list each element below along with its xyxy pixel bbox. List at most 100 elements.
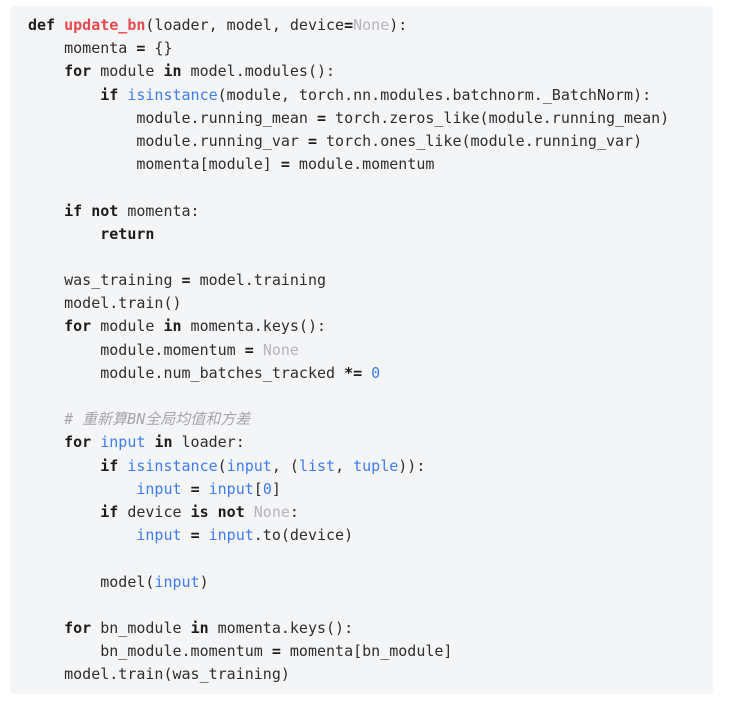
code-token-keyword-bold: not (217, 502, 245, 521)
code-token-plain: )): (398, 456, 426, 475)
code-token-plain (28, 317, 64, 335)
code-token-operator-bold: = (280, 155, 290, 174)
code-token-operator-bold: = (344, 16, 354, 34)
code-token-builtin-blue: tuple (353, 456, 399, 475)
code-token-plain (28, 225, 100, 243)
code-token-plain: model.modules(): (181, 62, 336, 81)
code-token-builtin-blue: input (208, 479, 254, 498)
code-token-plain (28, 433, 64, 451)
code-line: bn_module.momentum = momenta[bn_module] (28, 640, 707, 663)
code-line: if isinstance(input, (list, tuple)): (28, 455, 707, 478)
code-content: def update_bn(loader, model, device=None… (28, 14, 707, 686)
code-token-plain: model.train(was_training) (28, 665, 290, 684)
code-token-keyword-bold: in (163, 62, 182, 81)
code-token-plain (28, 457, 100, 475)
code-block: def update_bn(loader, model, device=None… (10, 6, 713, 694)
code-token-plain (28, 410, 64, 428)
code-token-plain (254, 341, 263, 359)
code-token-plain: bn_module (91, 618, 191, 637)
code-line: module.running_var = torch.ones_like(mod… (28, 130, 707, 153)
code-line: model.train(was_training) (28, 663, 707, 686)
code-line: if not momenta: (28, 200, 707, 223)
code-token-operator-bold: = (316, 108, 327, 127)
code-token-plain: module (91, 317, 164, 336)
code-line: module.num_batches_tracked *= 0 (28, 362, 707, 385)
code-token-plain: : (289, 502, 299, 521)
code-token-plain (245, 503, 254, 521)
code-token-builtin-blue: input (136, 479, 182, 498)
code-token-plain (28, 503, 100, 521)
code-line: return (28, 223, 707, 246)
code-token-none-literal-gray: None (253, 502, 290, 521)
code-line: for input in loader: (28, 431, 707, 454)
code-token-keyword-bold: if (64, 201, 83, 220)
code-token-builtin-blue: isinstance (127, 456, 218, 475)
code-token-plain: module.running_mean (28, 108, 317, 127)
code-token-plain (28, 62, 64, 80)
code-token-plain (28, 526, 136, 544)
code-token-builtin-blue: input (208, 526, 254, 545)
code-token-plain: module.momentum (28, 340, 245, 359)
code-token-function-name-red: update_bn (64, 16, 146, 34)
code-token-builtin-blue: input (226, 456, 272, 475)
code-token-builtin-blue: input (136, 526, 182, 545)
code-token-keyword-bold: for (64, 62, 92, 81)
code-token-operator-bold: = (271, 642, 281, 661)
code-token-plain: {} (145, 39, 173, 58)
code-token-plain: model.training (190, 271, 327, 290)
code-line: model.train() (28, 292, 707, 315)
code-line (28, 176, 707, 199)
code-token-plain: module (91, 62, 164, 81)
code-token-plain (118, 457, 127, 475)
code-token-plain: ) (199, 572, 209, 591)
code-token-plain (91, 433, 100, 451)
code-token-plain (28, 86, 100, 104)
code-token-operator-bold: = (190, 526, 200, 545)
code-token-plain: torch.zeros_like(module.running_mean) (326, 108, 670, 127)
code-token-plain: model.train() (28, 294, 182, 313)
code-line: model(input) (28, 571, 707, 594)
code-token-keyword-bold: return (100, 224, 155, 243)
code-token-builtin-blue: isinstance (127, 85, 218, 104)
code-token-keyword-bold: def (28, 16, 65, 34)
code-token-plain: momenta[bn_module] (280, 642, 453, 661)
code-token-plain: [ (253, 479, 263, 498)
code-token-plain: .to(device) (253, 526, 354, 545)
code-line: def update_bn(loader, model, device=None… (28, 14, 707, 37)
code-token-keyword-bold: if (100, 85, 119, 104)
code-token-plain: torch.ones_like(module.running_var) (317, 131, 643, 150)
code-token-keyword-bold: in (190, 618, 209, 637)
code-line: momenta[module] = module.momentum (28, 153, 707, 176)
code-line: input = input[0] (28, 478, 707, 501)
code-token-plain: was_training (28, 271, 182, 290)
code-line: module.momentum = None (28, 339, 707, 362)
code-line: if isinstance(module, torch.nn.modules.b… (28, 84, 707, 107)
code-token-builtin-blue: input (154, 572, 200, 591)
code-token-plain (182, 526, 191, 544)
code-token-plain: module.momentum (289, 155, 435, 174)
code-token-plain: , (335, 456, 354, 475)
code-token-plain: momenta (28, 39, 137, 58)
code-token-plain: loader: (172, 433, 245, 452)
code-token-operator-bold: *= (344, 363, 363, 382)
code-token-plain: momenta.keys(): (208, 618, 354, 637)
code-token-plain: momenta.keys(): (181, 317, 327, 336)
code-token-keyword-bold: is (190, 502, 209, 521)
code-token-plain: model( (28, 572, 155, 591)
code-token-plain: module.running_var (28, 131, 308, 150)
code-token-plain (209, 503, 218, 521)
code-line: for bn_module in momenta.keys(): (28, 617, 707, 640)
code-token-keyword-bold: if (100, 456, 119, 475)
code-token-operator-bold: = (190, 479, 200, 498)
code-token-operator-bold: = (307, 131, 317, 150)
code-token-plain (118, 86, 127, 104)
code-token-plain: device (118, 502, 191, 521)
code-token-plain (28, 619, 64, 637)
code-line: for module in momenta.keys(): (28, 315, 707, 338)
code-token-plain: bn_module.momentum (28, 642, 272, 661)
code-token-plain (200, 480, 209, 498)
code-token-plain (182, 480, 191, 498)
code-line (28, 385, 707, 408)
code-token-plain: ): (389, 16, 408, 34)
code-token-none-literal-gray: None (262, 340, 299, 359)
